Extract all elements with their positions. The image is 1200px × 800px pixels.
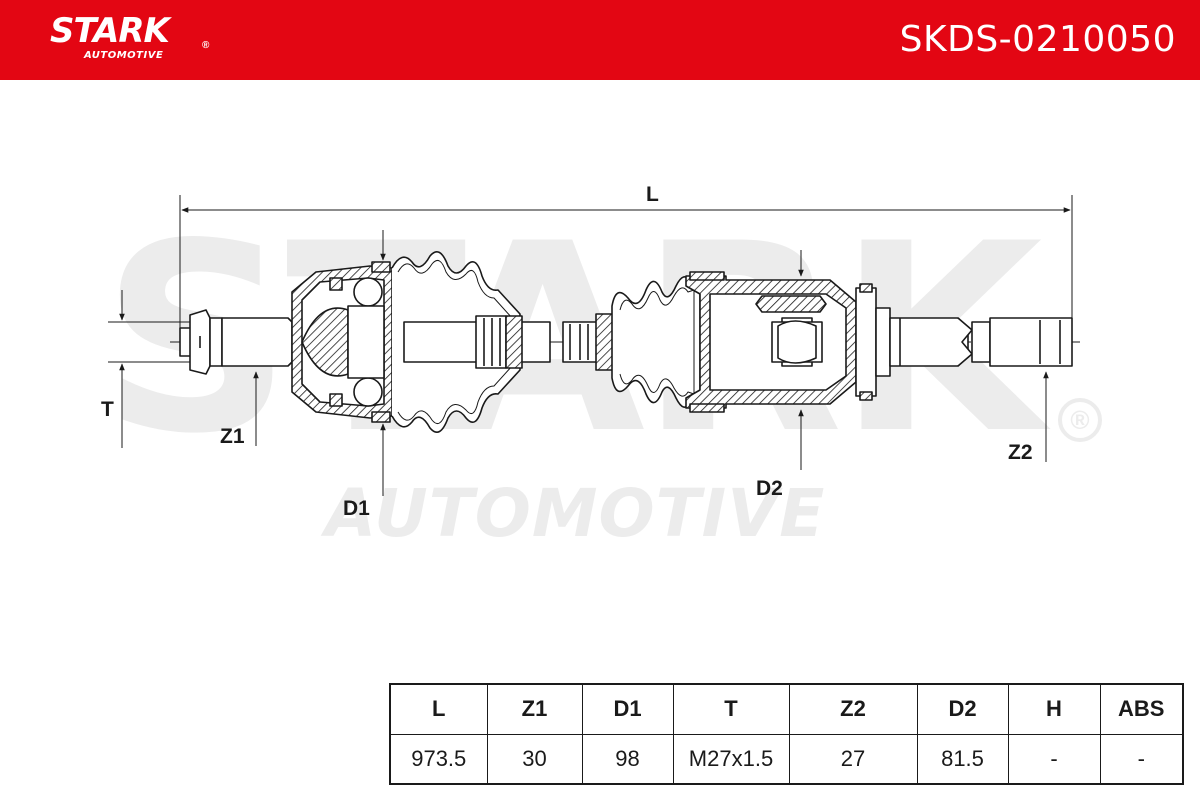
spec-table-header-row: L Z1 D1 T Z2 D2 H ABS <box>389 683 1184 735</box>
inner-boot <box>611 275 701 409</box>
spec-value-T: M27x1.5 <box>672 733 790 785</box>
spec-table-value-row: 973.5 30 98 M27x1.5 27 81.5 - - <box>389 733 1184 785</box>
spec-header-L: L <box>389 683 488 735</box>
drive-shaft-drawing <box>108 195 1080 496</box>
header-bar: STARK ® AUTOMOTIVE SKDS-0210050 <box>0 0 1200 80</box>
inner-joint-stub <box>855 283 1073 401</box>
spec-value-Z2: 27 <box>788 733 918 785</box>
spec-value-D1: 98 <box>581 733 674 785</box>
left-shaft <box>403 315 551 369</box>
logo-registered-mark: ® <box>202 40 210 51</box>
label-Z1: Z1 <box>220 425 245 448</box>
spec-value-H: - <box>1007 733 1101 785</box>
label-D1: D1 <box>343 497 370 520</box>
spec-header-T: T <box>672 683 790 735</box>
label-L: L <box>646 183 659 206</box>
inner-tripod-housing <box>685 271 857 413</box>
dimension-line-L <box>179 195 1073 340</box>
label-Z2: Z2 <box>1008 441 1033 464</box>
spec-header-D1: D1 <box>581 683 674 735</box>
spec-header-H: H <box>1007 683 1101 735</box>
stark-logo: STARK ® AUTOMOTIVE <box>50 12 220 64</box>
spec-header-ABS: ABS <box>1099 683 1184 735</box>
outer-joint-stub <box>179 309 293 375</box>
leader-lines <box>253 230 1049 496</box>
spec-table: L Z1 D1 T Z2 D2 H ABS 973.5 30 98 M27x1.… <box>389 683 1184 785</box>
logo-subtext: AUTOMOTIVE <box>84 50 164 61</box>
spec-header-D2: D2 <box>916 683 1009 735</box>
spec-value-Z1: 30 <box>486 733 583 785</box>
spec-value-D2: 81.5 <box>916 733 1009 785</box>
spec-value-L: 973.5 <box>389 733 488 785</box>
spec-value-ABS: - <box>1099 733 1184 785</box>
dimension-line-T <box>108 290 200 448</box>
spec-header-Z2: Z2 <box>788 683 918 735</box>
spec-header-Z1: Z1 <box>486 683 583 735</box>
outer-cv-joint <box>291 261 393 423</box>
label-D2: D2 <box>756 477 783 500</box>
part-number: SKDS-0210050 <box>899 19 1176 60</box>
label-T: T <box>101 398 114 421</box>
logo-text: STARK <box>50 11 170 51</box>
